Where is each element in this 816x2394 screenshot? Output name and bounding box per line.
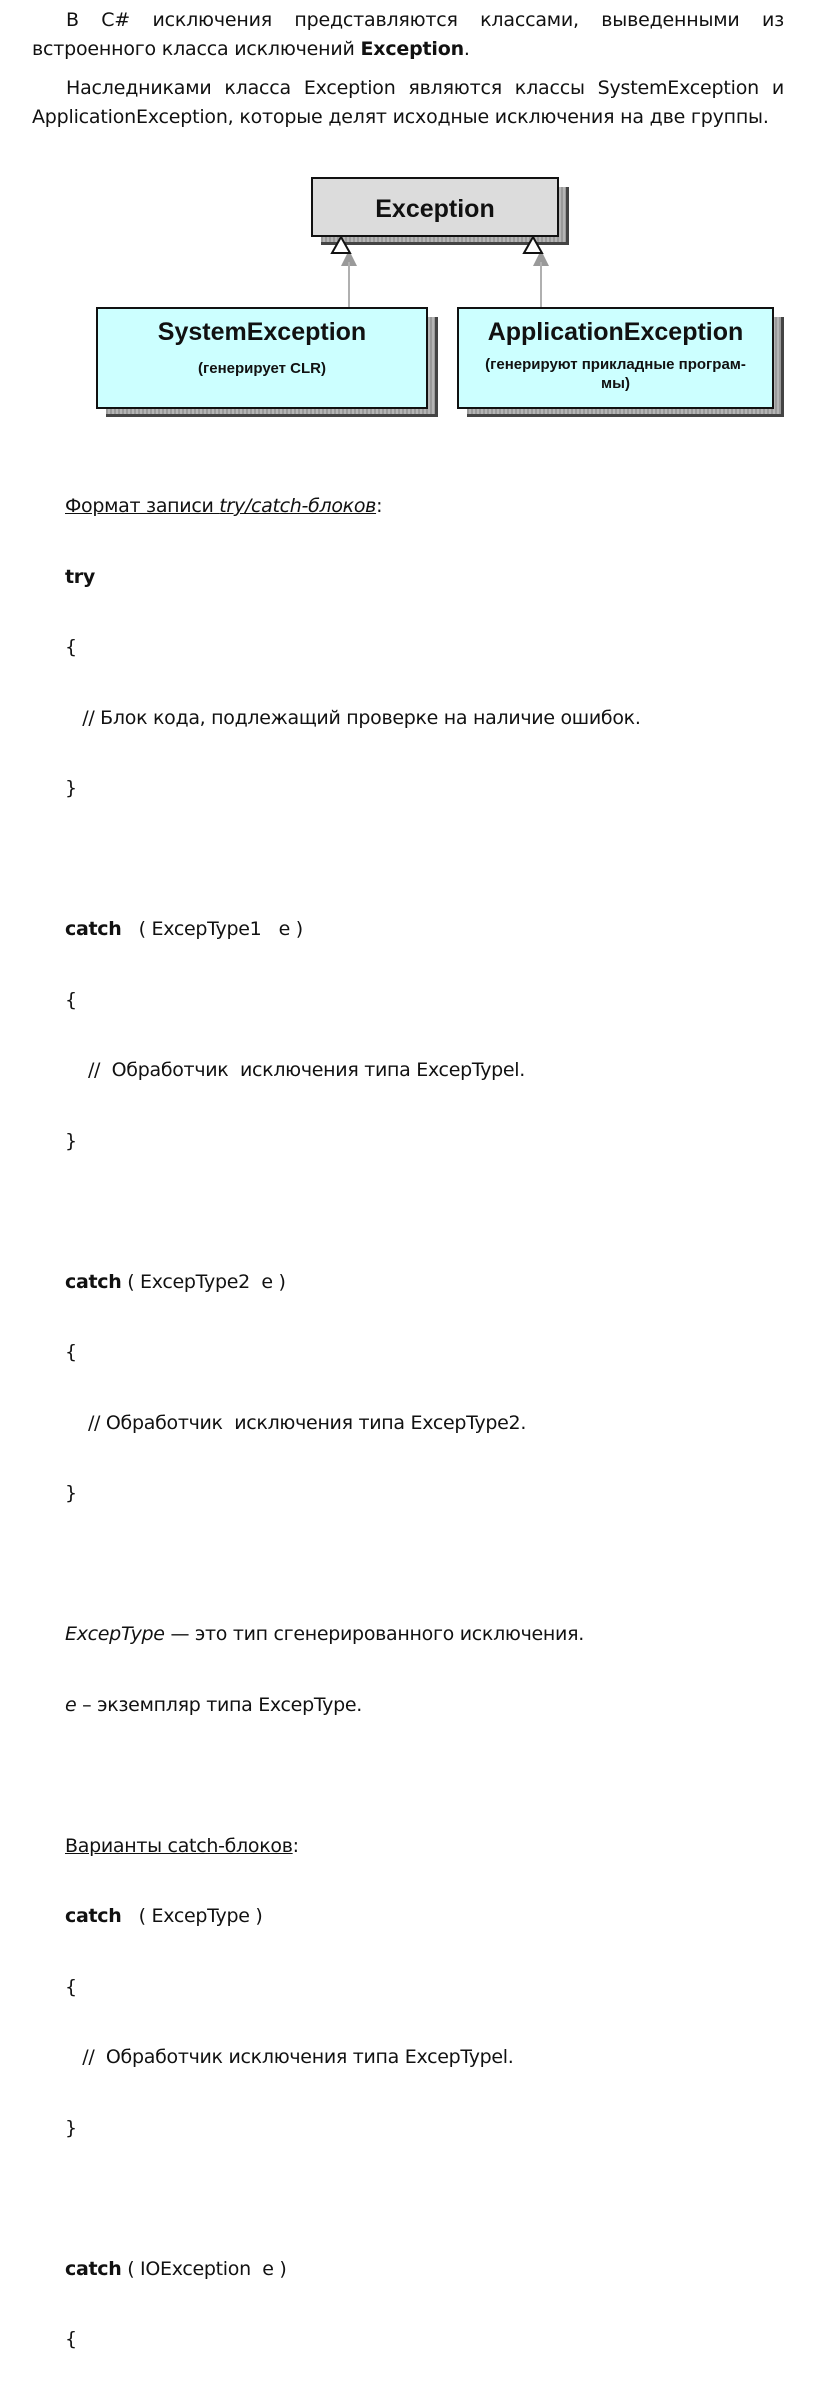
variants-heading: Варианты catch-блоков:: [65, 1834, 299, 1857]
intro-paragraph-1: В C# исключения представляются классами,…: [32, 6, 784, 64]
exception-class-title: Exception: [375, 195, 495, 223]
exception-bold: Exception: [360, 38, 465, 60]
application-exception-box-shadow: [467, 317, 784, 417]
intro-text-1: В C# исключения представляются классами,…: [32, 9, 784, 60]
try-comment: // Блок кода, подлежащий проверке на нал…: [65, 706, 641, 729]
catch-line-1: catch ( ExcepType1 e ): [65, 918, 303, 940]
open-brace: {: [65, 1975, 77, 1998]
close-brace: }: [65, 2116, 77, 2139]
catch-line-2: catch ( ExcepType2 e ): [65, 1270, 286, 1293]
system-exception-box-shadow: [106, 317, 438, 417]
format-section: Формат записи try/catch-блоков: try { //…: [65, 448, 641, 2394]
shadow-arrowhead-left: [341, 250, 357, 266]
variant-2-catch: catch ( IOException e ): [65, 2257, 287, 2280]
open-brace: {: [65, 2328, 77, 2350]
try-keyword: try: [65, 565, 95, 588]
application-exception-title: ApplicationException: [487, 318, 744, 346]
close-brace: }: [65, 1482, 77, 1504]
open-brace: {: [65, 636, 77, 658]
catch2-comment: // Обработчик исключения типа ExcepType2…: [65, 1411, 527, 1434]
open-brace: {: [65, 988, 77, 1011]
system-exception-subtitle: (генерирует CLR): [198, 360, 326, 377]
system-exception-box: SystemException (генерирует CLR): [96, 307, 428, 409]
shadow-arrowhead-right: [533, 250, 549, 266]
intro-period: .: [463, 38, 470, 60]
inheritance-arrowhead-left: [330, 234, 352, 254]
catch1-comment: // Обработчик исключения типа ExcepTypel…: [65, 1059, 526, 1081]
definition-excep-type: ExcepType — это тип сгенерированного иск…: [65, 1623, 584, 1645]
intro-text-2: Наследниками класса Exception являются к…: [32, 77, 784, 128]
exception-box-shadow: [321, 187, 569, 245]
system-exception-title: SystemException: [157, 318, 367, 346]
close-brace: }: [65, 777, 77, 799]
intro-paragraph-2: Наследниками класса Exception являются к…: [32, 74, 784, 132]
diagram-arrowheads: [330, 234, 544, 254]
application-exception-box: ApplicationException (генерируют приклад…: [457, 307, 774, 409]
exception-hierarchy-diagram: Exception SystemException (генерирует CL…: [0, 0, 816, 440]
application-exception-subtitle: (генерируют прикладные програм-мы): [485, 356, 746, 392]
close-brace: }: [65, 1129, 77, 1152]
diagram-connectors: [341, 250, 549, 308]
inheritance-arrowhead-right: [522, 234, 544, 254]
variant-1-comment: // Обработчик исключения типа ExcepTypel…: [65, 2046, 514, 2068]
definition-e: e – экземпляр типа ExcepType.: [65, 1693, 363, 1716]
exception-class-box: Exception: [311, 177, 559, 237]
format-heading: Формат записи try/catch-блоков:: [65, 495, 383, 517]
open-brace: {: [65, 1341, 77, 1363]
variant-1-catch: catch ( ExcepType ): [65, 1905, 263, 1927]
